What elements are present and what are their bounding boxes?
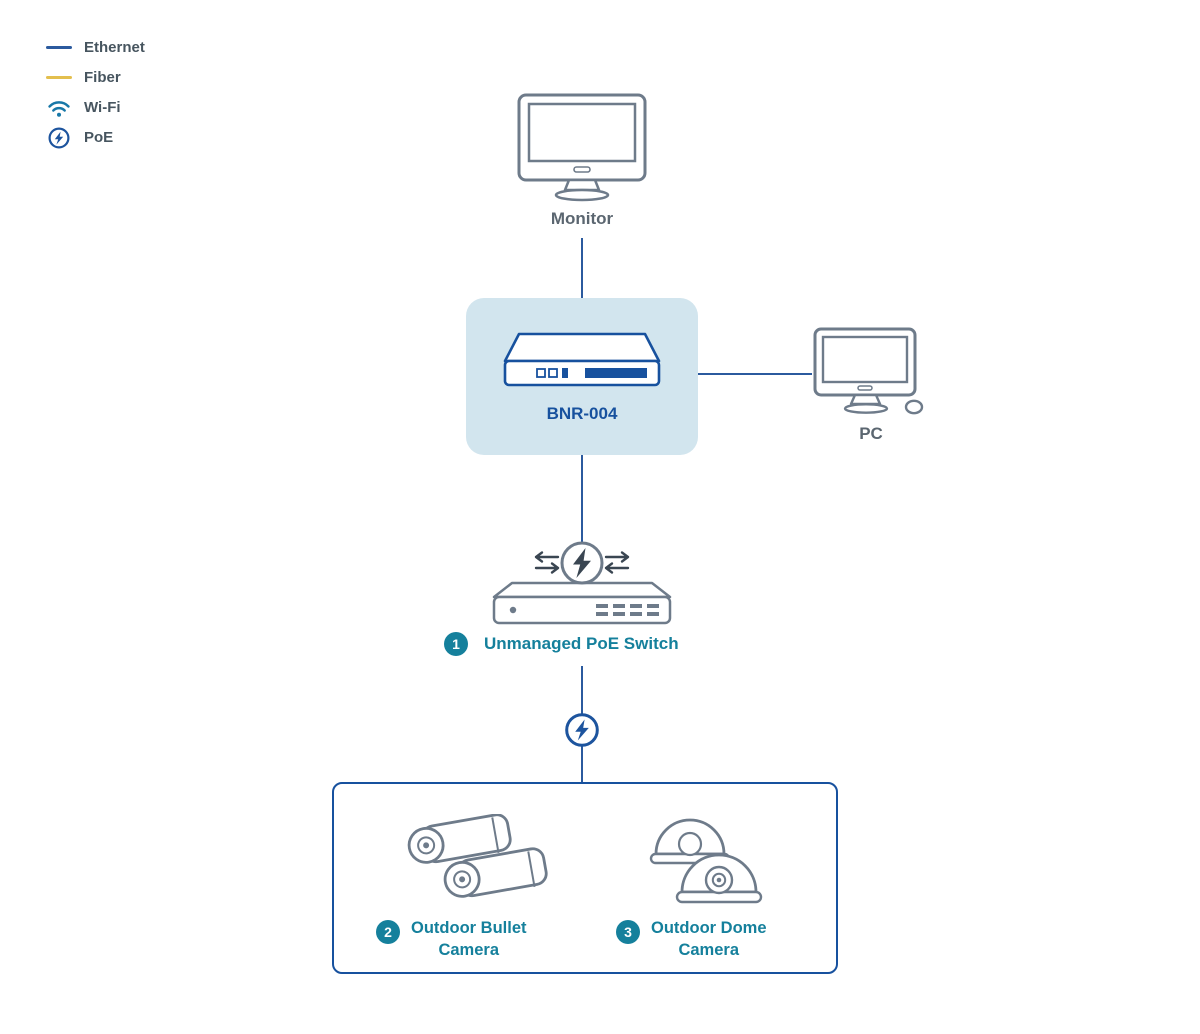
bullet-camera-icon [386, 814, 566, 914]
pc-label: PC [859, 424, 883, 443]
bullet-camera-label: Outdoor Bullet Camera [411, 917, 526, 961]
legend-item-poe: PoE [44, 126, 145, 149]
bullet-camera-label-line2: Camera [438, 941, 500, 959]
dome-camera-label-line1: Outdoor Dome [651, 919, 767, 937]
legend: Ethernet Fiber Wi-Fi PoE [44, 36, 145, 149]
ethernet-line-icon [44, 46, 74, 49]
dome-camera-caption: 3 Outdoor Dome Camera [616, 917, 767, 961]
poe-switch-label: Unmanaged PoE Switch [484, 634, 679, 653]
poe-icon [44, 127, 74, 149]
monitor-icon [516, 92, 648, 204]
dome-camera-label-line2: Camera [678, 941, 740, 959]
nvr-panel: BNR-004 [466, 298, 698, 455]
legend-item-wifi: Wi-Fi [44, 96, 145, 119]
ethernet-link-monitor-nvr [581, 238, 583, 298]
poe-icon [564, 712, 600, 748]
poe-switch-caption: 1 Unmanaged PoE Switch [444, 632, 679, 656]
legend-item-ethernet: Ethernet [44, 36, 145, 59]
fiber-line-icon [44, 76, 74, 79]
pc-icon [812, 326, 930, 420]
nvr-device-icon [497, 329, 667, 391]
bullet-camera-label-line1: Outdoor Bullet [411, 919, 527, 937]
monitor-label: Monitor [550, 209, 614, 228]
legend-label-fiber: Fiber [84, 69, 121, 86]
bullet-camera-caption: 2 Outdoor Bullet Camera [376, 917, 526, 961]
nvr-label: BNR-004 [546, 404, 618, 423]
ethernet-link-nvr-pc [698, 373, 812, 375]
camera-group-box: 2 Outdoor Bullet Camera 3 Outdoor Dome C… [332, 782, 838, 974]
poe-switch-icon [486, 536, 678, 630]
legend-label-wifi: Wi-Fi [84, 99, 121, 116]
step-badge-2: 2 [376, 920, 400, 944]
step-badge-3: 3 [616, 920, 640, 944]
step-badge-1: 1 [444, 632, 468, 656]
legend-label-poe: PoE [84, 129, 114, 146]
dome-camera-label: Outdoor Dome Camera [651, 917, 767, 961]
ethernet-link-nvr-switch [581, 455, 583, 545]
dome-camera-icon [636, 812, 776, 917]
legend-label-ethernet: Ethernet [84, 39, 145, 56]
wifi-icon [44, 98, 74, 118]
legend-item-fiber: Fiber [44, 66, 145, 89]
